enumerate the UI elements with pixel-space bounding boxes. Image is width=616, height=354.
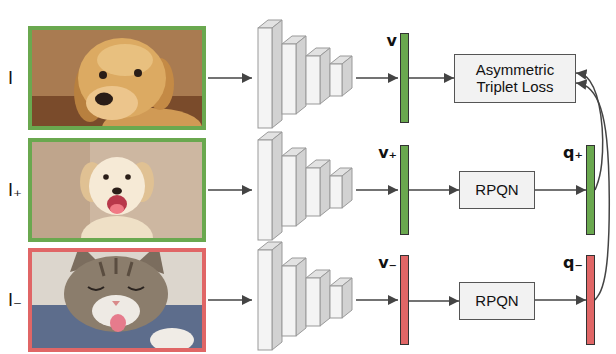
cnn-illustration	[258, 132, 352, 240]
puppy-photo	[30, 140, 90, 240]
cnn-illustration	[258, 20, 352, 128]
negative-border	[30, 250, 204, 350]
flow-arrow	[356, 189, 398, 191]
cat-photo	[100, 258, 132, 276]
feature-vector: v₊	[400, 145, 409, 235]
puppy-photo	[125, 174, 131, 180]
flow-arrow	[409, 189, 459, 191]
puppy-photo	[30, 140, 204, 240]
puppy-photo	[89, 157, 145, 215]
puppy-photo	[81, 216, 153, 240]
flow-arrow	[208, 299, 252, 301]
cat-photo	[110, 314, 126, 332]
image-label: I₊	[8, 180, 22, 200]
flow-arrow	[409, 77, 454, 79]
node-text: RPQN	[475, 292, 518, 309]
node-text: v₊	[378, 143, 397, 162]
dog-photo	[30, 28, 204, 128]
process-box: Asymmetric Triplet Loss	[454, 54, 576, 103]
puppy-photo	[107, 195, 127, 213]
dog-photo	[134, 69, 142, 77]
puppy-photo	[110, 204, 124, 214]
dog-photo	[95, 93, 113, 106]
feature-vector: q₊	[586, 145, 595, 235]
node-text: Asymmetric Triplet Loss	[463, 61, 567, 96]
cat-photo	[150, 328, 194, 350]
positive-border	[30, 28, 204, 128]
process-box: RPQN	[459, 282, 535, 320]
flow-arrow	[208, 77, 252, 79]
puppy-photo	[103, 174, 109, 180]
flow-arrow	[208, 78, 398, 300]
feature-vector: v₋	[400, 255, 409, 345]
image-label: I₋	[8, 290, 22, 310]
dog-photo	[97, 44, 153, 76]
flow-arrow	[356, 299, 398, 301]
positive-border	[30, 140, 204, 240]
node-text: q₋	[563, 253, 583, 272]
cat-photo	[64, 256, 168, 332]
cat-photo	[88, 287, 144, 290]
cnn-illustration	[258, 242, 352, 350]
image-label: I	[8, 68, 13, 88]
cat-photo	[30, 250, 204, 350]
node-text: v	[387, 31, 397, 50]
node-text: RPQN	[475, 181, 518, 198]
feature-vector: q₋	[586, 255, 595, 345]
dog-photo	[86, 86, 138, 120]
puppy-photo	[112, 188, 122, 195]
node-text: q₊	[563, 143, 583, 162]
feature-vector: v	[400, 33, 409, 123]
process-box: RPQN	[459, 171, 535, 209]
flow-arrow	[356, 77, 398, 79]
flow-arrow	[535, 299, 586, 301]
node-text: v₋	[378, 253, 397, 272]
flow-arrow	[409, 300, 459, 302]
cat-photo	[112, 301, 120, 306]
flow-arrow	[535, 189, 586, 191]
flow-arrow	[208, 189, 252, 191]
dog-photo	[99, 71, 107, 79]
